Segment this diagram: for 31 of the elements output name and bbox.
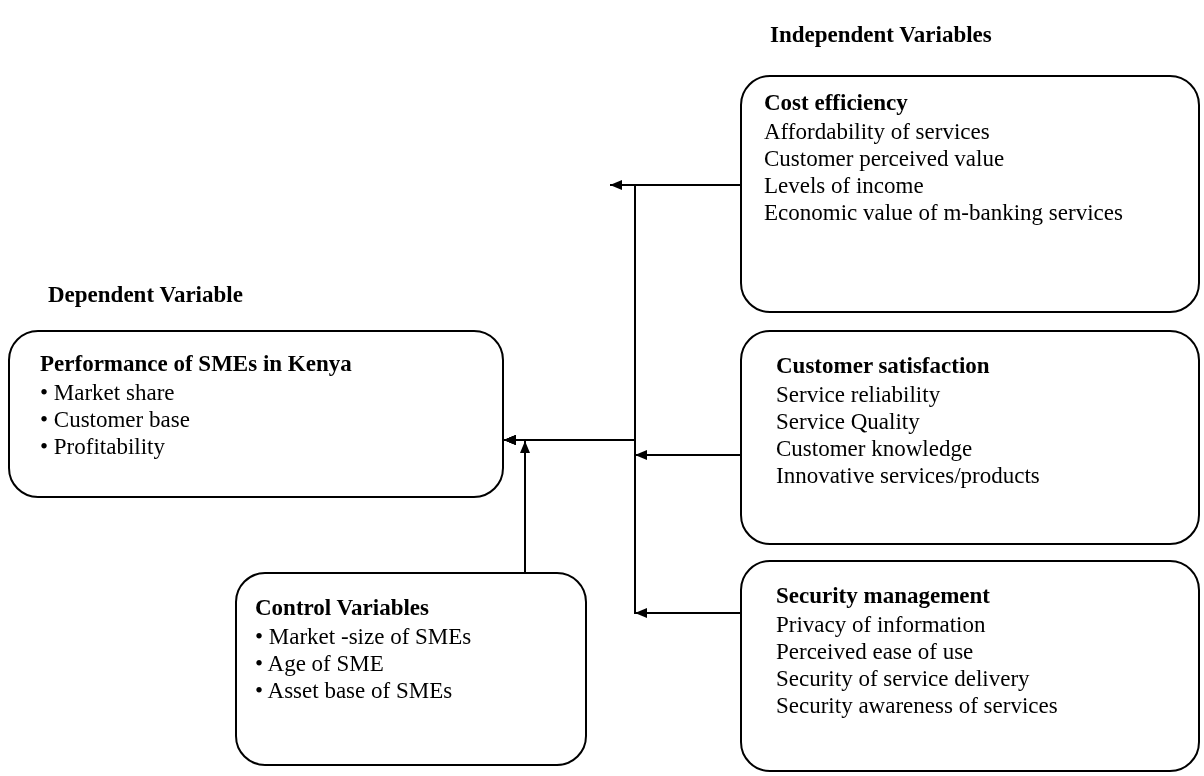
independent-variable-box <box>740 560 1200 772</box>
variable-item: Perceived ease of use <box>776 638 975 665</box>
variable-item: Levels of income <box>764 172 925 199</box>
section-heading: Independent Variables <box>770 22 992 48</box>
section-heading: Dependent Variable <box>48 282 243 308</box>
variable-item: Security of service delivery <box>776 665 1031 692</box>
variable-item: Customer perceived value <box>764 145 1006 172</box>
box-heading: Customer satisfaction <box>776 352 991 379</box>
variable-item: Innovative services/products <box>776 462 1041 489</box>
independent-variable-box <box>740 330 1200 545</box>
variable-item: Service reliability <box>776 381 942 408</box>
box-heading: Control Variables <box>255 594 431 621</box>
dependent-variable-box <box>8 330 504 498</box>
variable-item: Economic value of m-banking services <box>764 199 1124 226</box>
variable-item: Security awareness of services <box>776 692 1059 719</box>
variable-item: Customer knowledge <box>776 435 974 462</box>
box-heading: Performance of SMEs in Kenya <box>40 350 353 377</box>
box-heading: Cost efficiency <box>764 89 909 116</box>
independent-variable-box <box>740 75 1200 313</box>
arrow <box>503 435 530 573</box>
variable-item: • Market share <box>40 379 176 406</box>
control-variables-box <box>235 572 587 766</box>
variable-item: • Age of SME <box>255 650 385 677</box>
variable-item: • Asset base of SMEs <box>255 677 454 704</box>
variable-item: Affordability of services <box>764 118 991 145</box>
variable-item: • Market -size of SMEs <box>255 623 473 650</box>
variable-item: Service Quality <box>776 408 921 435</box>
variable-item: • Customer base <box>40 406 191 433</box>
variable-item: Privacy of information <box>776 611 987 638</box>
variable-item: • Profitability <box>40 433 166 460</box>
box-heading: Security management <box>776 582 991 609</box>
